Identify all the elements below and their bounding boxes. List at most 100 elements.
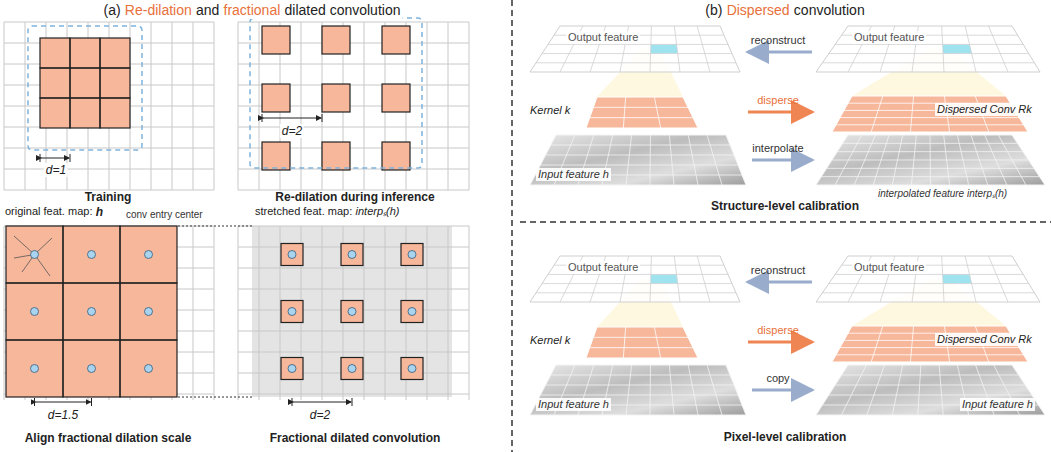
entry-center bbox=[288, 308, 296, 316]
label: d=2 bbox=[280, 124, 304, 138]
layer-grid bbox=[965, 26, 976, 72]
kernel-cell bbox=[322, 142, 350, 170]
entry-center bbox=[348, 308, 356, 316]
label: Input feature h bbox=[536, 168, 611, 181]
grid-line bbox=[238, 331, 469, 332]
layer-grid bbox=[821, 176, 1039, 177]
layer-grid bbox=[536, 292, 736, 293]
kernel-cell bbox=[281, 244, 303, 266]
entry-center bbox=[145, 251, 153, 259]
kernel-cell bbox=[6, 340, 63, 397]
kernel-cell bbox=[401, 358, 423, 380]
layer-grid bbox=[822, 62, 1034, 63]
entry-center bbox=[31, 308, 39, 316]
divider bbox=[511, 0, 513, 452]
grid-line bbox=[4, 226, 5, 400]
kernel-cell bbox=[63, 226, 120, 283]
layer-grid bbox=[829, 395, 1032, 396]
layer-grid bbox=[540, 165, 738, 166]
kernel-cell bbox=[6, 283, 63, 340]
dimension-tick bbox=[322, 114, 323, 122]
label: Output feature bbox=[566, 261, 640, 274]
kernel-cell bbox=[382, 84, 410, 112]
kernel-cell bbox=[322, 84, 350, 112]
input-feature-layer bbox=[816, 135, 1045, 185]
layer-grid bbox=[674, 26, 680, 72]
kernel-cell bbox=[341, 358, 363, 380]
grid-line bbox=[238, 394, 469, 395]
stretched-region bbox=[252, 226, 452, 397]
kernel-cell bbox=[40, 68, 70, 98]
grid-line bbox=[280, 226, 281, 400]
grid-line bbox=[238, 289, 469, 290]
kernel-cell bbox=[341, 301, 363, 323]
layer-grid bbox=[650, 26, 651, 72]
grid-line bbox=[193, 226, 194, 400]
kernel-cell bbox=[341, 244, 363, 266]
label: Input feature h bbox=[536, 398, 611, 411]
label: reconstruct bbox=[751, 34, 805, 47]
label-group: original feat. map:h bbox=[3, 205, 105, 219]
title-part: and bbox=[196, 2, 219, 19]
kernel-cell bbox=[100, 68, 130, 98]
label: d=2 bbox=[308, 408, 332, 422]
dimension-tick bbox=[40, 154, 41, 162]
label-group: (a)Re-dilationandfractionaldilated convo… bbox=[102, 2, 403, 19]
layer-grid bbox=[842, 375, 1019, 376]
entry-center bbox=[145, 365, 153, 373]
layer-grid bbox=[827, 168, 1034, 169]
kernel-cell bbox=[40, 38, 70, 68]
layer-grid bbox=[939, 365, 943, 415]
layer-grid bbox=[688, 135, 698, 185]
kernel-cell bbox=[120, 283, 177, 340]
layer-grid bbox=[837, 151, 1023, 152]
kernel-cell bbox=[120, 226, 177, 283]
dimension-tick bbox=[70, 154, 71, 162]
dimension-tick bbox=[262, 114, 263, 122]
grid-line bbox=[238, 226, 239, 400]
label: Output feature bbox=[852, 261, 926, 274]
layer-grid bbox=[551, 145, 730, 146]
layer-grid bbox=[822, 292, 1034, 293]
grid-line bbox=[238, 226, 469, 227]
output-pixel bbox=[651, 274, 678, 283]
layer-grid bbox=[867, 365, 885, 415]
title-part: fractional bbox=[224, 2, 281, 19]
layer-grid bbox=[590, 347, 693, 348]
kernel-cell bbox=[262, 26, 290, 54]
grid-line bbox=[322, 226, 323, 400]
kernel-cell bbox=[382, 142, 410, 170]
layer-grid bbox=[836, 124, 1024, 125]
layer-grid bbox=[829, 283, 1029, 284]
kernel-cell bbox=[322, 26, 350, 54]
align-line bbox=[178, 397, 252, 398]
label: disperse bbox=[757, 94, 799, 107]
title-part: interpₛ(h) bbox=[356, 205, 400, 218]
dimension-tick bbox=[91, 398, 92, 406]
layer-grid bbox=[965, 256, 976, 302]
title-part: Dispersed bbox=[727, 2, 790, 19]
kernel-cell bbox=[63, 340, 120, 397]
layer-grid bbox=[650, 256, 651, 302]
input-feature-layer bbox=[816, 365, 1045, 415]
label: d=1.5 bbox=[46, 408, 80, 422]
input-feature-layer bbox=[530, 365, 746, 415]
entry-center bbox=[348, 365, 356, 373]
layer-grid bbox=[871, 326, 883, 362]
caption: Structure-level calibration bbox=[711, 199, 859, 213]
grid-line bbox=[238, 352, 469, 353]
receptive-field bbox=[250, 18, 422, 168]
disperse-arrow bbox=[748, 111, 812, 114]
layer-grid bbox=[540, 395, 738, 396]
kernel-cell bbox=[262, 84, 290, 112]
dimension-tick bbox=[292, 398, 293, 406]
grid-line bbox=[364, 226, 365, 400]
layer-grid bbox=[654, 97, 660, 128]
kernel-cell bbox=[70, 38, 100, 68]
layer-grid bbox=[674, 256, 680, 302]
entry-center bbox=[408, 365, 416, 373]
caption: Training bbox=[85, 190, 132, 204]
layer-grid bbox=[669, 365, 674, 415]
kernel-cell bbox=[281, 301, 303, 323]
